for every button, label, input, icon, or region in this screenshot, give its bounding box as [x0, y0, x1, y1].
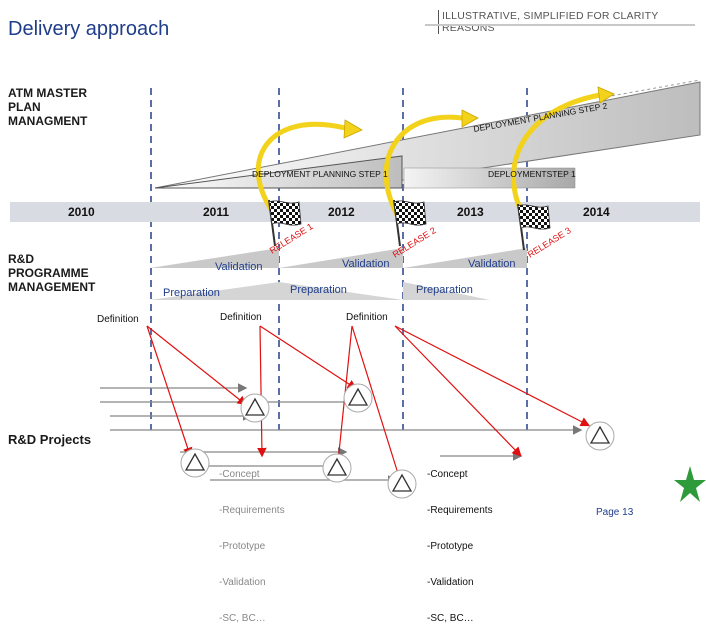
preparation-wedge-2	[279, 282, 403, 300]
warning-triangle-icon	[387, 469, 417, 499]
validation-label-1: Validation	[215, 261, 263, 273]
bullet-item: -SC, BC…	[219, 613, 266, 624]
year-2013: 2013	[457, 205, 484, 219]
bullet-item: -Prototype	[427, 541, 474, 552]
project-bullets-right: -Concept -Requirements -Prototype -Valid…	[427, 445, 493, 637]
checkered-flag-icon	[517, 203, 551, 251]
deployment-step1-bar	[403, 167, 576, 189]
rd-programme-label: R&D PROGRAMME MANAGEMENT	[8, 252, 96, 294]
deployment-step1-label: DEPLOYMENT PLANNING STEP 1	[252, 169, 388, 179]
project-bullets-left: -Concept -Requirements -Prototype -Valid…	[219, 445, 285, 637]
rd-projects-label: R&D Projects	[8, 432, 92, 447]
warning-triangle-icon	[343, 383, 373, 413]
definition-label-1: Definition	[97, 314, 139, 325]
checkered-flag-icon	[393, 199, 427, 247]
warning-triangle-icon	[585, 421, 615, 451]
warning-triangle-icon	[240, 393, 270, 423]
atm-master-plan-label: ATM MASTER PLAN MANAGMENT	[8, 86, 88, 128]
warning-triangle-icon	[180, 448, 210, 478]
validation-label-3: Validation	[468, 258, 516, 270]
page-number: Page 13	[596, 507, 634, 518]
bullet-item: -Validation	[219, 577, 266, 588]
header-rule	[425, 24, 695, 26]
planning-dotted-line	[599, 79, 701, 99]
year-2010: 2010	[68, 205, 95, 219]
yellow-arrows	[255, 92, 603, 225]
bullet-item: -Requirements	[427, 505, 493, 516]
validation-wedge-2	[279, 248, 403, 268]
year-2012: 2012	[328, 205, 355, 219]
year-2011: 2011	[203, 205, 230, 219]
bullet-item: -Validation	[427, 577, 474, 588]
deployment-planning-step1-wedge	[154, 155, 403, 189]
preparation-label-2: Preparation	[290, 284, 347, 296]
preparation-label-3: Preparation	[416, 284, 473, 296]
red-arrows	[146, 325, 591, 483]
definition-label-3: Definition	[346, 312, 388, 323]
preparation-wedge-3	[403, 282, 490, 300]
bullet-item: -Concept	[427, 469, 468, 480]
warning-triangle-icon	[322, 453, 352, 483]
page-title: Delivery approach	[8, 18, 170, 40]
definition-label-2: Definition	[220, 312, 262, 323]
bullet-item: -SC, BC…	[427, 613, 474, 624]
star-icon	[674, 466, 706, 502]
release-3-label: RELEASE 3	[526, 225, 573, 259]
bullet-item: -Prototype	[219, 541, 266, 552]
validation-wedge-1	[150, 248, 279, 268]
yellow-arrowheads	[343, 86, 615, 139]
deployment-step1-bar-label: DEPLOYMENTSTEP 1	[488, 169, 576, 179]
year-2014: 2014	[583, 205, 610, 219]
validation-label-2: Validation	[342, 258, 390, 270]
bullet-item: -Concept	[219, 469, 260, 480]
validation-wedge-3	[403, 248, 527, 268]
preparation-label-1: Preparation	[163, 287, 220, 299]
delivery-diagram: RELEASE 1 RELEASE 2 RELEASE 3 DEPLOYMENT…	[10, 79, 706, 502]
bullet-item: -Requirements	[219, 505, 285, 516]
preparation-wedge-1	[150, 282, 279, 300]
checkered-flag-icon	[268, 199, 302, 247]
